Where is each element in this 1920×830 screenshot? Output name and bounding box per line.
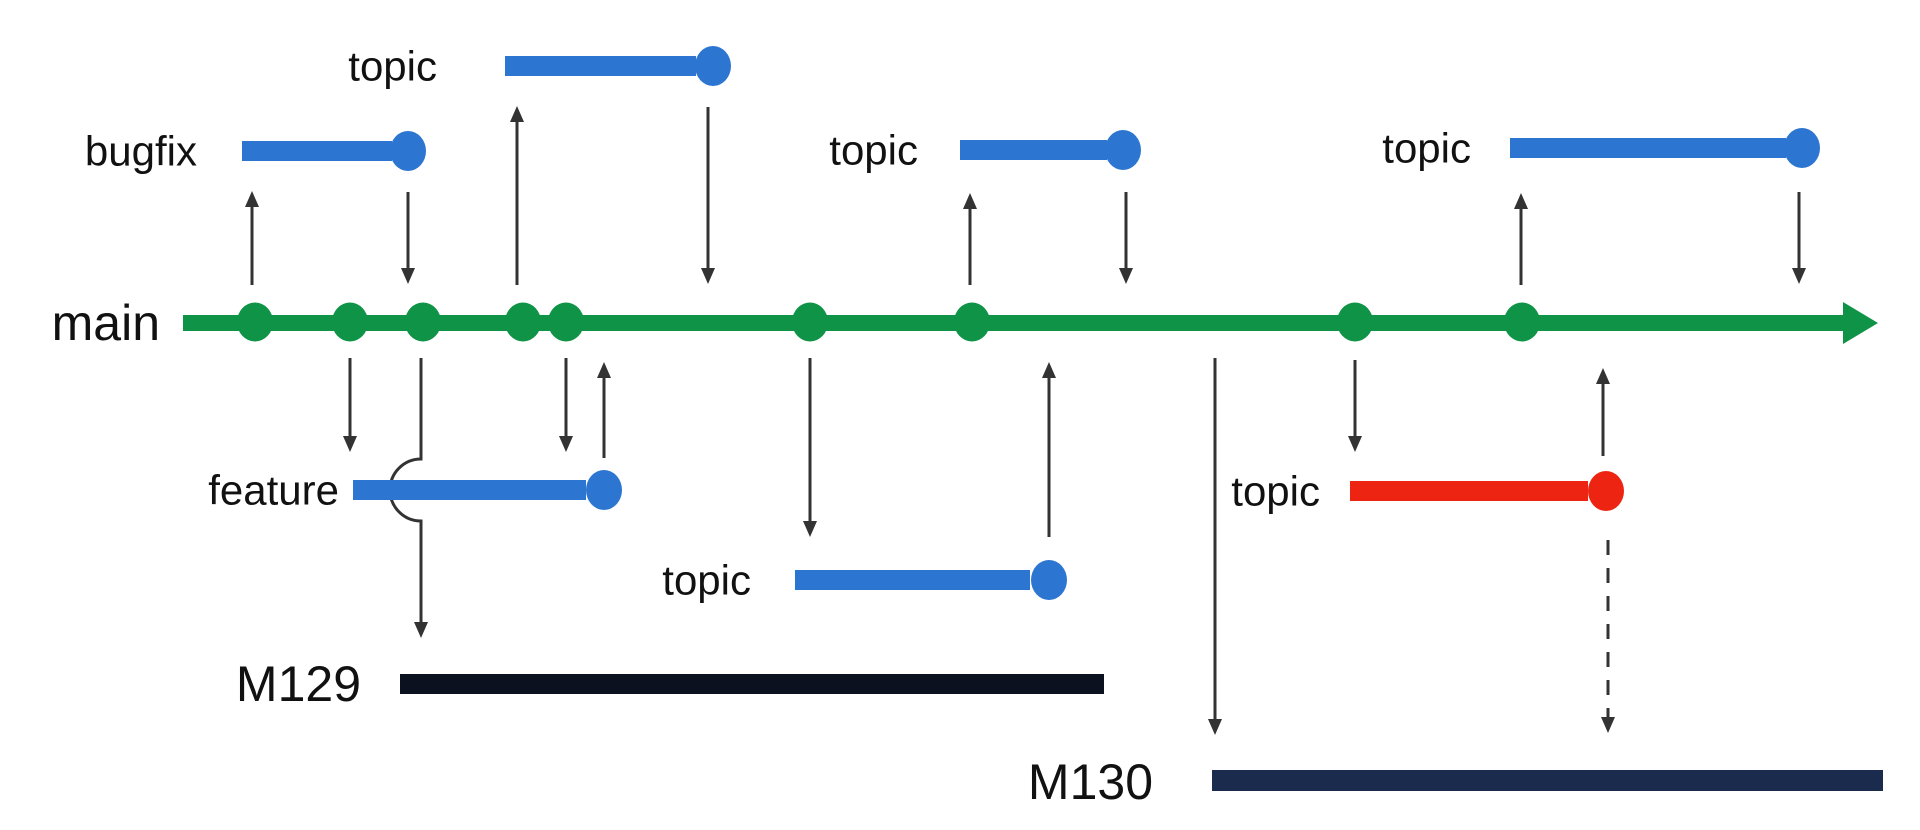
arrow-branch-to-topic-2 bbox=[963, 193, 977, 285]
branch-topic-2: topic bbox=[829, 127, 1141, 174]
branch-bugfix-tip bbox=[390, 131, 426, 171]
flow-arrows bbox=[245, 106, 1806, 735]
commit-dot bbox=[792, 302, 828, 342]
branch-feature-label: feature bbox=[208, 467, 339, 514]
branch-topic-3-tip bbox=[1784, 128, 1820, 168]
branch-topic-4-tip bbox=[1031, 560, 1067, 600]
branch-topic-4-line bbox=[795, 570, 1030, 590]
arrow-merge-topic-4-to-main bbox=[1042, 362, 1056, 537]
branch-topic-2-line bbox=[960, 140, 1107, 160]
branch-topic-4-label: topic bbox=[662, 557, 751, 604]
arrow-catchup-main-to-feature bbox=[559, 358, 573, 452]
commit-dot bbox=[1337, 302, 1373, 342]
arrow-merge-feature-to-main bbox=[597, 362, 611, 458]
branch-bugfix-line bbox=[242, 141, 392, 161]
branch-bugfix: bugfix bbox=[85, 128, 426, 175]
milestone-m130: M130 bbox=[1028, 754, 1883, 810]
commit-dot bbox=[505, 302, 541, 342]
arrow-branch-to-feature bbox=[343, 358, 357, 452]
main-branch-line bbox=[183, 315, 1845, 331]
arrow-main-to-m130 bbox=[1208, 358, 1222, 735]
branch-bugfix-label: bugfix bbox=[85, 128, 197, 175]
branch-topic-red-tip bbox=[1588, 471, 1624, 511]
commit-dot bbox=[1504, 302, 1540, 342]
milestone-m129: M129 bbox=[236, 656, 1104, 712]
branch-feature: feature bbox=[208, 467, 622, 514]
milestone-m130-label: M130 bbox=[1028, 754, 1153, 810]
branch-topic-1-line bbox=[505, 56, 696, 76]
branch-topic-3: topic bbox=[1382, 125, 1820, 172]
commit-dot bbox=[237, 302, 273, 342]
main-branch-line-group bbox=[183, 302, 1878, 344]
branch-topic-4: topic bbox=[662, 557, 1067, 604]
arrow-merge-topic-red-to-main bbox=[1596, 368, 1610, 456]
branch-topic-1: topic bbox=[348, 43, 731, 90]
commit-dot bbox=[954, 302, 990, 342]
branch-topic-red-label: topic bbox=[1231, 468, 1320, 515]
milestone-m130-bar bbox=[1212, 770, 1883, 791]
arrow-merge-bugfix-to-main bbox=[401, 192, 415, 284]
branch-feature-tip bbox=[586, 470, 622, 510]
commit-dot bbox=[405, 302, 441, 342]
arrow-merge-topic-3-to-main bbox=[1792, 192, 1806, 284]
main-branch: main bbox=[52, 295, 1878, 351]
main-branch-arrowhead-icon bbox=[1843, 302, 1878, 344]
arrow-branch-to-topic-3 bbox=[1514, 193, 1528, 285]
branch-topic-3-label: topic bbox=[1382, 125, 1471, 172]
branch-topic-red: topic bbox=[1231, 468, 1624, 515]
arrow-dashed-topic-red-to-m130 bbox=[1601, 540, 1615, 733]
arrow-merge-topic-2-to-main bbox=[1119, 192, 1133, 284]
arrow-merge-topic-1-to-main bbox=[701, 107, 715, 284]
branch-feature-line bbox=[353, 480, 586, 500]
branch-topic-1-label: topic bbox=[348, 43, 437, 90]
commit-dot bbox=[548, 302, 584, 342]
commit-dot bbox=[332, 302, 368, 342]
milestone-m129-bar bbox=[400, 674, 1104, 694]
branch-topic-red-line bbox=[1350, 481, 1588, 501]
branch-topic-3-line bbox=[1510, 138, 1786, 158]
arrow-branch-to-topic-4 bbox=[803, 358, 817, 537]
arrow-branch-to-bugfix bbox=[245, 191, 259, 285]
branch-topic-1-tip bbox=[695, 46, 731, 86]
arrow-branch-to-topic-red bbox=[1348, 360, 1362, 452]
branch-topic-2-label: topic bbox=[829, 127, 918, 174]
arrow-branch-to-topic-1 bbox=[510, 106, 524, 285]
main-branch-label: main bbox=[52, 295, 160, 351]
milestone-m129-label: M129 bbox=[236, 656, 361, 712]
branch-topic-2-tip bbox=[1105, 130, 1141, 170]
